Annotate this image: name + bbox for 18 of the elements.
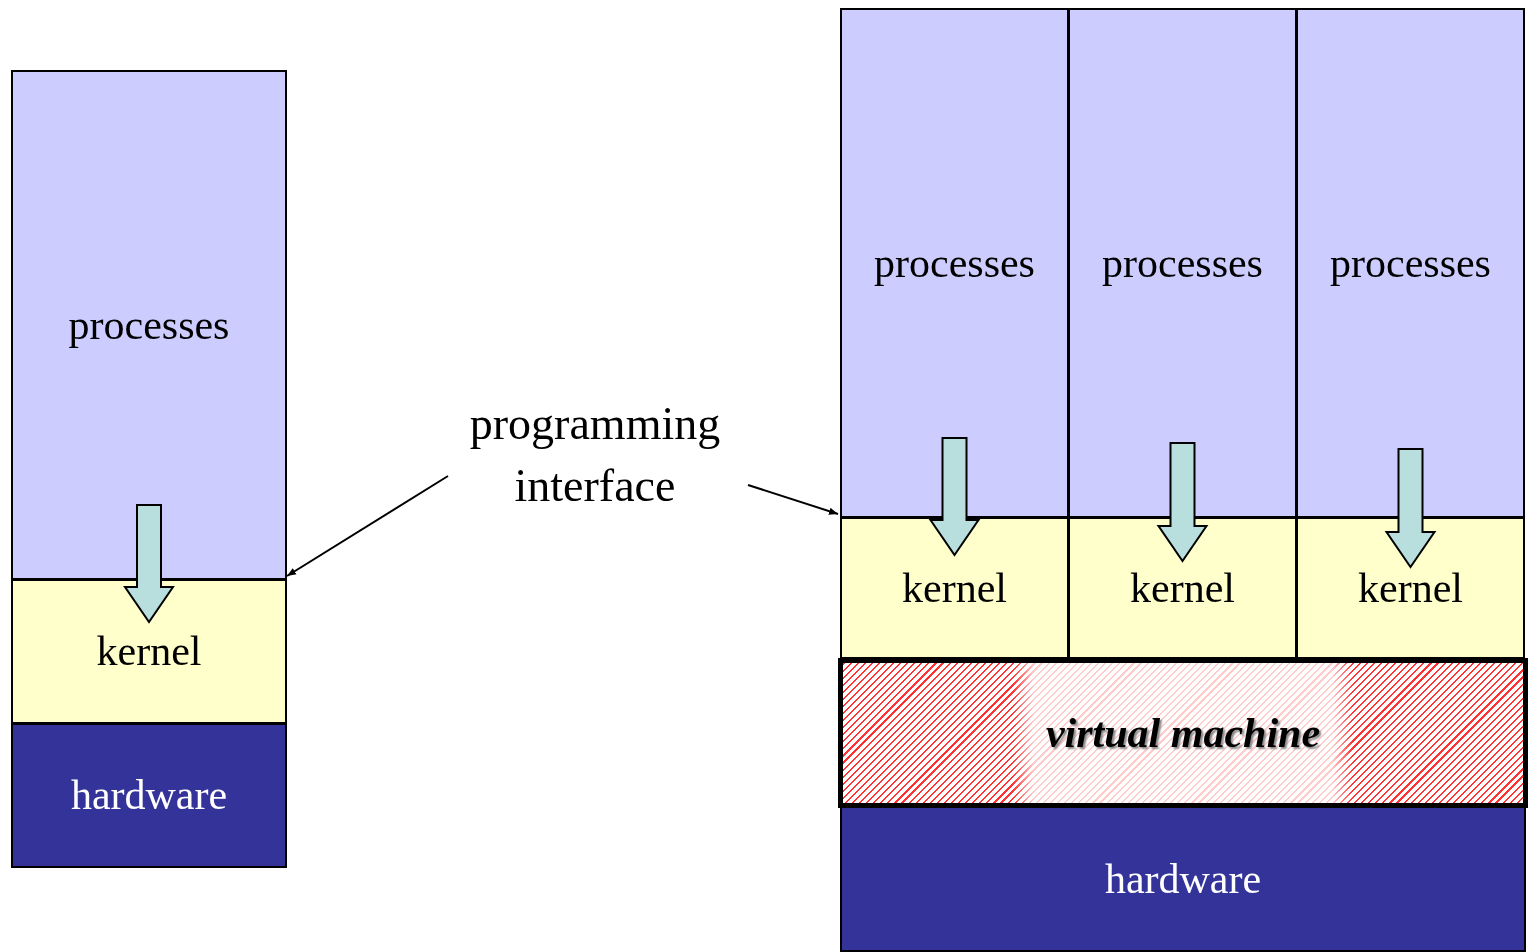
process-layer: processes (1296, 8, 1525, 518)
hardware-layer: hardware (840, 806, 1526, 952)
annotation-text: programming interface (445, 392, 745, 518)
process-layer: processes (1068, 8, 1297, 518)
block-arrow (1384, 448, 1437, 569)
kernel-layer: kernel (11, 579, 287, 724)
virtual-machine-layer: virtual machine (838, 658, 1528, 808)
block-arrow (1156, 442, 1209, 563)
leader-arrow (286, 475, 449, 577)
kernel-layer: kernel (1068, 517, 1297, 659)
process-layer: processes (840, 8, 1069, 518)
kernel-layer: kernel (840, 517, 1069, 659)
block-arrow (928, 437, 981, 557)
leader-arrow (747, 484, 839, 515)
kernel-layer: kernel (1296, 517, 1525, 659)
block-arrow (123, 504, 175, 624)
process-layer: processes (11, 70, 287, 580)
hardware-layer: hardware (11, 723, 287, 868)
